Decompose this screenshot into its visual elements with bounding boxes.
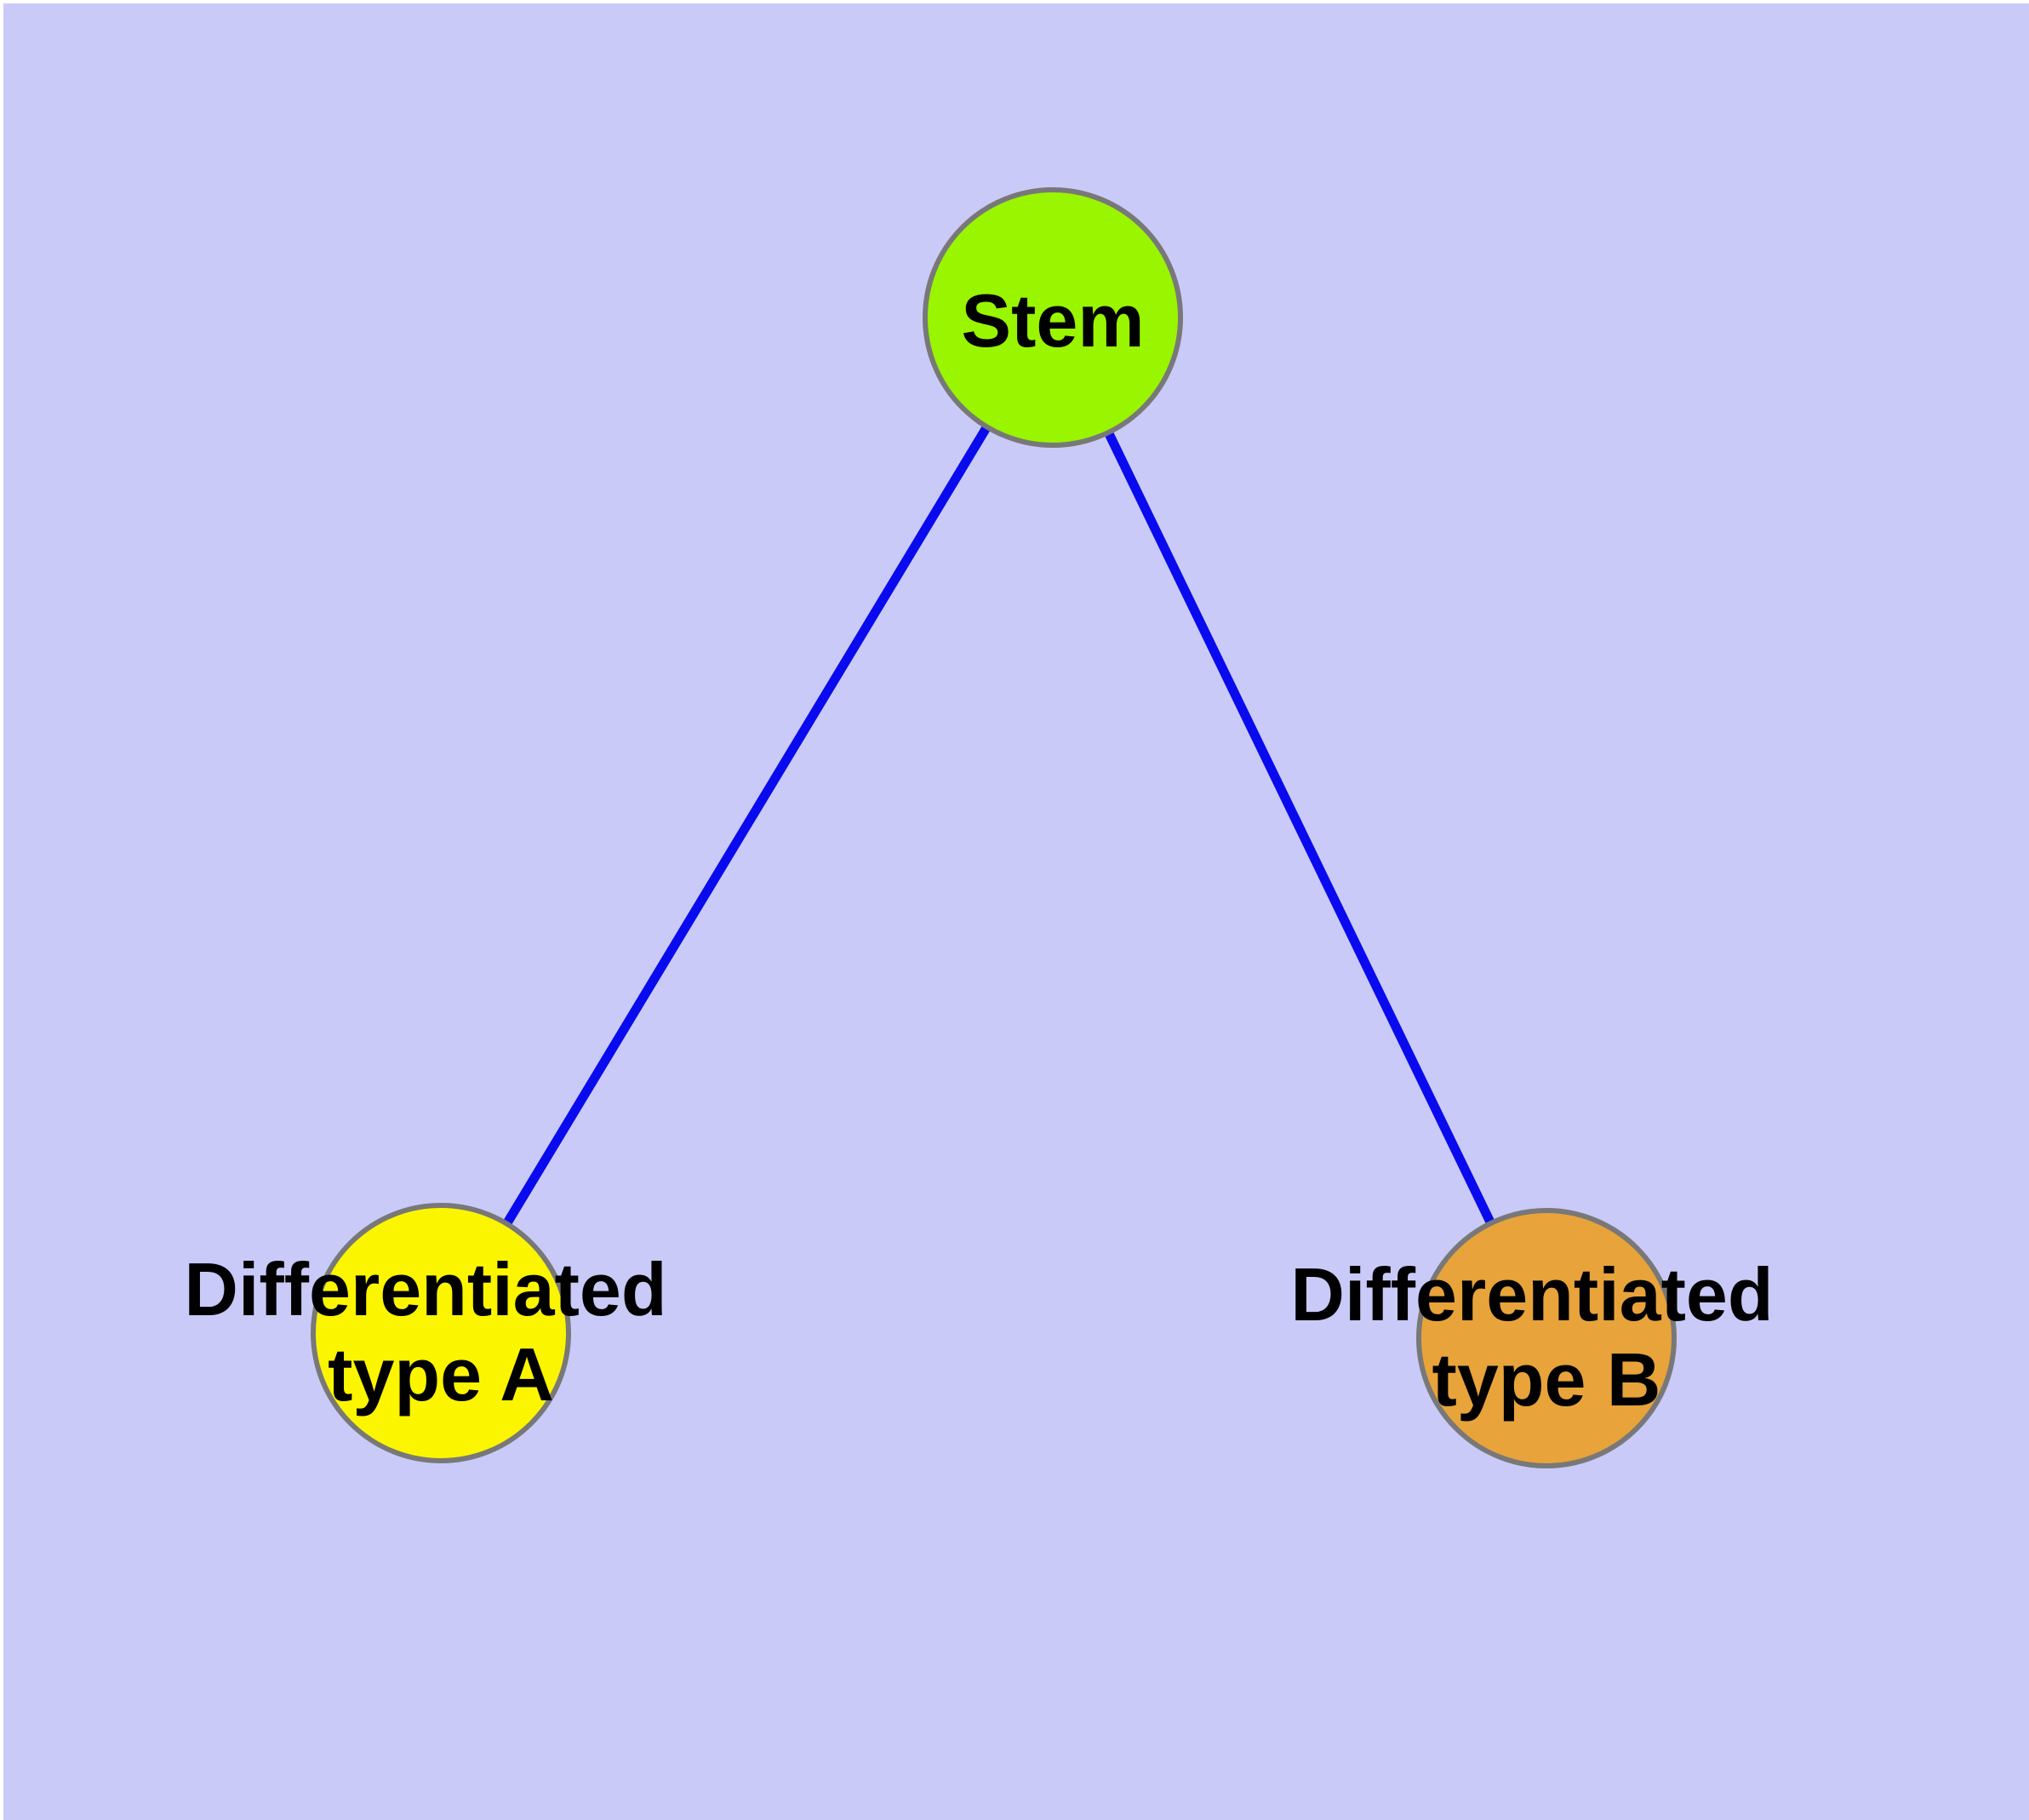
frame-strip-left bbox=[0, 0, 3, 1820]
edge-stem-to-type-b bbox=[1049, 315, 1551, 1341]
type-b-node bbox=[1416, 1208, 1677, 1468]
edge-stem-to-type-a bbox=[437, 315, 1057, 1336]
frame-strip-top bbox=[0, 0, 2029, 3]
type-a-node bbox=[311, 1203, 571, 1463]
stem-node bbox=[923, 187, 1183, 448]
type-b-label-line1: Differentiated bbox=[1290, 1252, 1773, 1336]
type-a-label-line2: type A bbox=[328, 1332, 554, 1417]
type-b-label-line2: type B bbox=[1432, 1337, 1661, 1422]
type-a-label-line1: Differentiated bbox=[184, 1247, 666, 1331]
stem-node-label: Stem bbox=[961, 278, 1144, 363]
